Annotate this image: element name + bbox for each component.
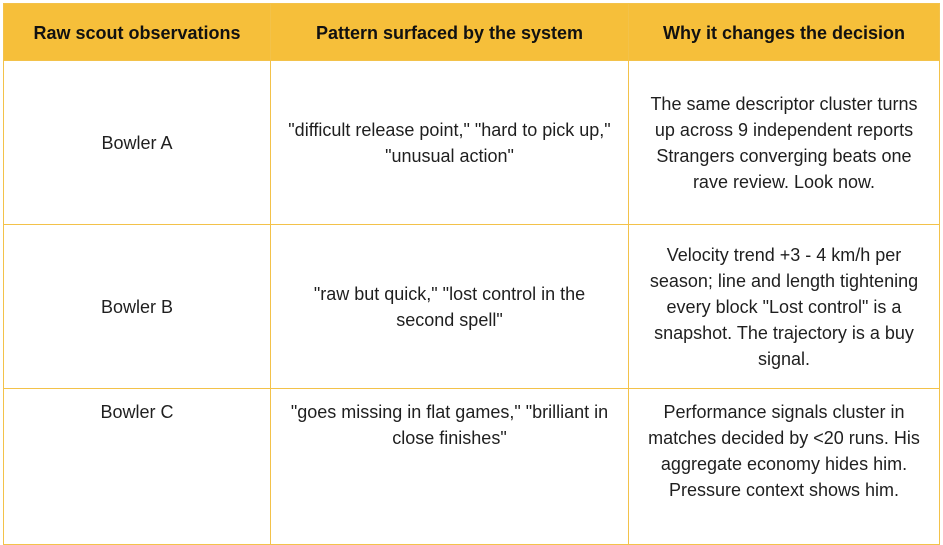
table-header-row: Raw scout observations Pattern surfaced …: [3, 3, 940, 61]
row-pattern-text: "raw but quick," "lost control in the se…: [270, 224, 629, 389]
table-row: Bowler C "goes missing in flat games," "…: [3, 388, 940, 545]
row-pattern-text: "goes missing in flat games," "brilliant…: [270, 388, 629, 545]
row-bowler-name: Bowler C: [3, 388, 271, 545]
header-why-it-changes: Why it changes the decision: [628, 3, 940, 61]
table-row: Bowler A "difficult release point," "har…: [3, 60, 940, 225]
row-pattern-text: "difficult release point," "hard to pick…: [270, 60, 629, 225]
table-row: Bowler B "raw but quick," "lost control …: [3, 224, 940, 389]
row-bowler-name: Bowler A: [3, 60, 271, 225]
row-decision-reason: The same descriptor cluster turns up acr…: [628, 60, 940, 225]
row-decision-reason: Performance signals cluster in matches d…: [628, 388, 940, 545]
header-pattern-surfaced: Pattern surfaced by the system: [270, 3, 629, 61]
row-decision-reason: Velocity trend +3 - 4 km/h per season; l…: [628, 224, 940, 389]
header-raw-scout-observations: Raw scout observations: [3, 3, 271, 61]
scouting-comparison-table: Raw scout observations Pattern surfaced …: [3, 3, 940, 545]
row-bowler-name: Bowler B: [3, 224, 271, 389]
